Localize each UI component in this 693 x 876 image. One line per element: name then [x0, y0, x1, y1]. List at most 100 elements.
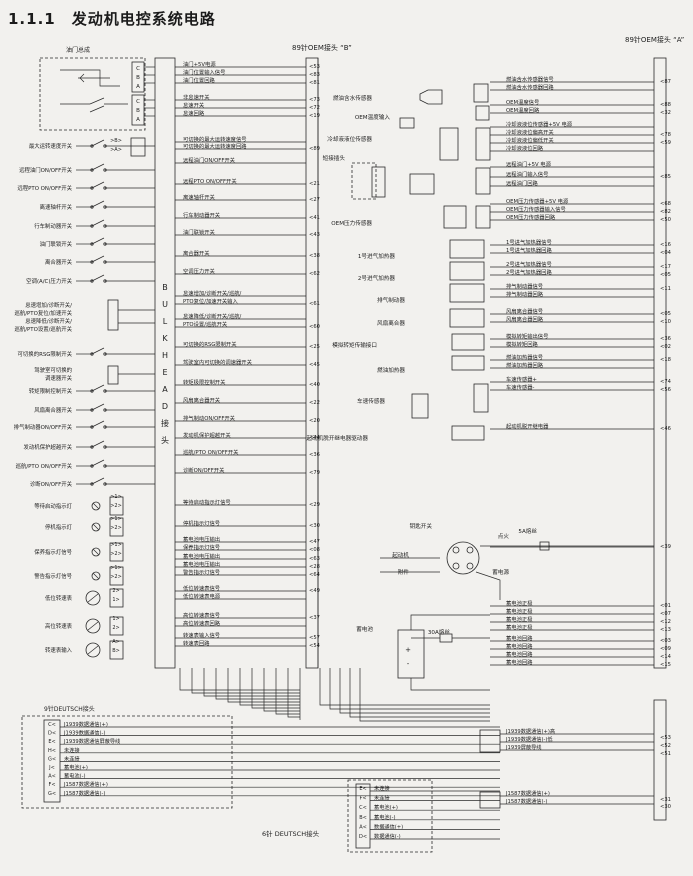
left-component-label: 巡航/PTO设置/巡航开关 — [14, 325, 72, 333]
key-switch-terminal — [466, 546, 474, 554]
throttle-pin: C — [136, 66, 140, 72]
right-component-label: 模拟转矩传输接口 — [332, 341, 377, 349]
b-signal-label: 转速表回路 — [183, 639, 210, 647]
left-pin-label: 1> — [112, 597, 119, 603]
switch-contact — [103, 144, 107, 148]
switch-contact — [90, 144, 94, 148]
switch-contact — [103, 352, 107, 356]
switch-contact — [103, 205, 107, 209]
left-component-label: 等待启动指示灯 — [34, 502, 72, 510]
a-pin-label: <78 — [660, 132, 671, 138]
throttle-pin: A — [136, 117, 140, 123]
right-component-label: 附件 — [398, 568, 410, 576]
deutsch-6pin-label: C< — [359, 805, 367, 811]
switch-blade — [91, 139, 105, 147]
a-signal-label: 冷却液液位偏低开关 — [506, 136, 554, 144]
deutsch-9pin-signal: J1587数据通信(-) — [63, 789, 105, 797]
battery-plus: + — [405, 646, 411, 654]
right-component-label: 冷却液液位传感器 — [327, 135, 372, 143]
a-pin-label: <56 — [660, 387, 671, 393]
switch-contact — [103, 186, 107, 190]
lamp-symbol — [91, 522, 101, 532]
bulkhead-bottom-route — [179, 668, 300, 691]
a-signal-label: 冷却液液位回路 — [506, 144, 544, 152]
b-signal-label: PTO复位/加速开关输入 — [183, 297, 238, 305]
deutsch-6pin-signal: 数据通信(-) — [374, 832, 401, 840]
b-signal-label: 行车制动器开关 — [183, 211, 221, 219]
b-pin-label: <22 — [309, 400, 320, 406]
a-pin-label: <18 — [660, 357, 671, 363]
b-signal-label: 风扇离合器开关 — [183, 396, 221, 404]
switch-contact — [90, 389, 94, 393]
left-component-label: 高位转速表 — [45, 622, 73, 630]
bulkhead-letter: K — [162, 334, 168, 343]
b-signal-label: 离合器开关 — [183, 249, 210, 257]
b-signal-label: 蓄电池电压输出 — [183, 535, 220, 543]
b-pin-label: <27 — [309, 197, 320, 203]
fuel-heater-box — [451, 355, 485, 371]
deutsch-6pin-signal: 蓄电池(+) — [374, 803, 398, 811]
mid-signal-label: J1939屏蔽导线 — [505, 743, 541, 751]
right-component-label: 燃油含水传感器 — [333, 94, 373, 102]
a-pin-label: <39 — [660, 544, 671, 550]
max-speed-pin-block — [130, 137, 146, 157]
bulkhead-bottom-route — [239, 668, 300, 706]
switch-contact — [90, 464, 94, 468]
a-signal-label: OEM压力传感器输入信号 — [506, 205, 566, 213]
switch-blade — [91, 181, 105, 189]
b-signal-label: 保养指示灯信号 — [183, 543, 220, 551]
b-pin-label: <45 — [309, 362, 320, 368]
a-signal-label: OEM温度回路 — [506, 106, 540, 114]
gauge-needle — [87, 645, 99, 655]
deutsch-6pin-label: F< — [359, 796, 366, 802]
deutsch-6pin-label: B< — [359, 815, 367, 821]
temp-sensor-body — [399, 117, 415, 129]
a-signal-label: 风扇离合器信号 — [506, 307, 543, 315]
a-signal-label: 蓄电池回路 — [506, 658, 533, 666]
a-pin-label: <13 — [660, 627, 671, 633]
a-signal-label: 燃油含水传感器信号 — [506, 75, 554, 83]
left-pin-label: >2> — [110, 574, 122, 580]
left-component-label: 远程油门ON/OFF开关 — [19, 166, 72, 174]
a-signal-label: OEM压力传感器+5V 电源 — [506, 197, 569, 205]
left-component-label: 排气制动器ON/OFF开关 — [14, 423, 73, 431]
switch-contact — [90, 168, 94, 172]
b-signal-label: 巡航/PTO ON/OFF开关 — [183, 448, 239, 456]
b-signal-label: 诊断ON/OFF开关 — [183, 466, 225, 474]
a-signal-label: 燃油加热器信号 — [506, 353, 543, 361]
switch-blade — [91, 274, 105, 282]
left-pin-block — [109, 517, 124, 537]
bulkhead-bottom-route — [263, 668, 300, 712]
deutsch-6pin-label: A< — [359, 824, 367, 830]
switch-blade — [91, 219, 105, 227]
b-pin-label: <28 — [309, 564, 320, 570]
gauge-symbol — [85, 618, 101, 634]
deutsch-9pin-label: G< — [48, 791, 56, 797]
a-signal-label: 冷却液液位传感器+5V 电源 — [506, 120, 573, 128]
switch-contact — [103, 425, 107, 429]
b-pin-label: <43 — [309, 232, 320, 238]
b-pin-label: <60 — [309, 324, 320, 330]
a-pin-label-lower: <30 — [660, 804, 671, 810]
deutsch-6pin-block — [355, 783, 371, 849]
left-pin-label: A> — [112, 639, 120, 645]
left-component-label: 发动机保护超越开关 — [23, 443, 72, 451]
right-component-label: 5A熔丝 — [518, 527, 537, 535]
b-signal-label: 油门位置输入信号 — [183, 68, 225, 76]
a-pin-label: <12 — [660, 619, 671, 625]
b-bottom-route — [359, 668, 490, 722]
bulkhead-bottom-route — [215, 668, 300, 700]
switch-contact — [90, 186, 94, 190]
b-pin-label: <29 — [309, 502, 320, 508]
b-pin-label: <44 — [309, 435, 321, 441]
deutsch-9pin-label: H< — [48, 748, 56, 754]
a-signal-label: 蓄电池正极 — [506, 615, 533, 623]
throttle-pin: B — [136, 108, 140, 114]
left-component-label: 怠速降低/诊断开关/ — [25, 317, 72, 325]
water-in-fuel-sensor — [419, 89, 443, 105]
right-component-label: 排气制动器 — [377, 296, 405, 304]
gauge-needle — [87, 593, 99, 603]
deutsch-6pin-signal: 蓄电池(-) — [374, 813, 395, 821]
